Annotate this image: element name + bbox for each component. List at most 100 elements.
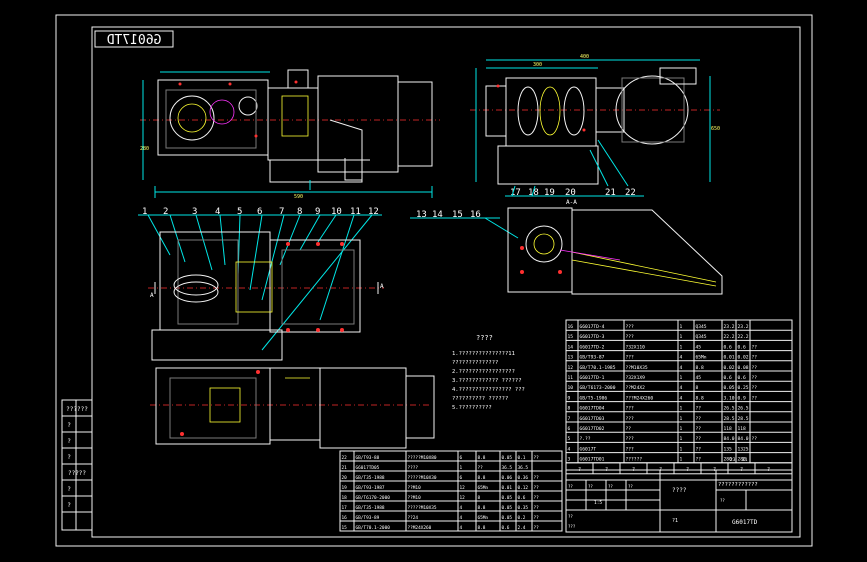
table-cell: 14 <box>568 344 574 350</box>
table-cell: 10 <box>568 385 574 391</box>
table-cell: 15 <box>568 334 574 340</box>
part-tag: 1 <box>142 207 147 217</box>
table-cell: 26.5 <box>724 406 735 412</box>
table-cell: ?? <box>696 436 702 442</box>
tb-label: ?? <box>608 484 613 489</box>
table-cell: ?? <box>752 436 758 442</box>
table-cell: 23.2 <box>738 324 749 330</box>
note-line: 2.????????????????? <box>452 369 515 375</box>
table-cell: 0.01 <box>724 355 735 361</box>
table-cell: 4 <box>460 525 463 531</box>
side-label: ? <box>67 486 71 493</box>
section-mark: A <box>150 292 154 299</box>
table-cell: 9 <box>568 395 571 401</box>
table-cell: 19 <box>342 485 348 491</box>
table-cell: Q345 <box>696 324 707 330</box>
table-cell: 0.02 <box>724 365 735 371</box>
table-cell: 6 <box>460 475 463 481</box>
table-cell: 28.5 <box>738 416 749 422</box>
table-cell: ??? <box>626 436 635 442</box>
table-cell: ???M24X260 <box>626 395 654 401</box>
tb-label: ?? <box>568 514 573 519</box>
tb-label: ?? <box>568 484 573 489</box>
part-tag: 17 <box>510 188 521 198</box>
note-line: 5.?????????? <box>452 405 492 411</box>
table-cell: ?? <box>752 385 758 391</box>
table-cell: Q345 <box>696 334 707 340</box>
drawing-name: ???? <box>672 487 687 494</box>
table-cell: 6 <box>568 426 571 432</box>
side-label: ? <box>67 438 71 445</box>
table-cell: 45 <box>696 375 702 381</box>
table-cell: G6017TD-4 <box>580 324 605 330</box>
table-cell: 1 <box>460 465 463 471</box>
sheet-label: ?1 <box>672 518 678 524</box>
table-cell: G6017TD05 <box>356 465 380 471</box>
table-cell: ?? <box>752 355 758 361</box>
table-cell: ?32X1X9 <box>626 375 646 381</box>
table-cell: 16 <box>342 515 348 521</box>
table-cell: ?32X110 <box>626 344 646 350</box>
detail-view: 13 14 15 16 <box>410 207 723 295</box>
table-cell: 4 <box>460 515 463 521</box>
table-cell: 8.8 <box>478 475 486 481</box>
dim-label: 300 <box>533 62 542 68</box>
side-label: ? <box>67 422 71 429</box>
company-name: ???????????? <box>718 482 758 488</box>
part-tag: 21 <box>605 188 616 198</box>
table-cell: ??M24X260 <box>408 525 432 531</box>
table-cell: 12 <box>568 365 574 371</box>
note-line: 1.???????????????11 <box>452 351 515 357</box>
table-cell: 8.8 <box>478 505 486 511</box>
table-cell: G6017T <box>580 446 597 452</box>
table-cell: 0.35 <box>518 505 529 511</box>
part-tag: 9 <box>315 207 320 217</box>
table-cell: 1 <box>680 457 683 463</box>
part-tag: 20 <box>565 188 576 198</box>
tb-label: ?? <box>720 498 725 503</box>
dim-label: 280 <box>140 146 149 152</box>
left-stamp-column: ?????? ? ? ? ????? ? ? <box>61 399 93 531</box>
part-tag: 8 <box>297 207 302 217</box>
table-cell: 1 <box>680 375 683 381</box>
table-cell: G6017TD02 <box>580 426 605 432</box>
table-cell: ??? <box>626 416 635 422</box>
table-cell: 21 <box>342 465 348 471</box>
table-cell: 0.6 <box>724 344 733 350</box>
table-cell: 0.6 <box>738 344 747 350</box>
table-cell: 0.01 <box>502 485 513 491</box>
table-cell: 0.6 <box>518 495 526 501</box>
table-cell: 118 <box>724 426 733 432</box>
table-cell: ??M24X2 <box>626 385 646 391</box>
part-tag: 2 <box>163 207 168 217</box>
table-cell: 8.8 <box>478 455 486 461</box>
table-cell: 26.5 <box>738 406 749 412</box>
table-cell: ?? <box>752 395 758 401</box>
table-cell: 22.2 <box>738 334 749 340</box>
table-cell: 0.06 <box>502 475 513 481</box>
note-line: 3.???????????? ?????? <box>452 378 522 384</box>
table-cell: 7 <box>568 416 571 422</box>
table-cell: G6017TD-2 <box>580 344 605 350</box>
table-cell: 8.8 <box>696 365 705 371</box>
table-cell: 15 <box>342 525 348 531</box>
table-cell: 4 <box>680 365 683 371</box>
table-cell: GB/T93-87 <box>580 355 605 361</box>
table-cell: 1 <box>680 334 683 340</box>
table-cell: ?? <box>534 505 540 511</box>
mirror-code-text: G6017TD <box>106 33 161 48</box>
table-cell: 4 <box>568 446 571 452</box>
table-cell: 65Mn <box>696 355 707 361</box>
table-cell: 0.36 <box>518 475 529 481</box>
inner-frame <box>91 26 801 538</box>
table-cell: G6017TD-1 <box>580 375 605 381</box>
dim-label: 650 <box>711 126 720 132</box>
table-cell: ?????M10X35 <box>408 505 437 511</box>
table-cell: ?? <box>534 525 540 531</box>
note-line: ?????????????? <box>452 360 498 366</box>
bottom-view <box>150 367 435 449</box>
table-cell: GB/T93-1987 <box>356 485 385 491</box>
table-cell: 23.2 <box>724 324 735 330</box>
